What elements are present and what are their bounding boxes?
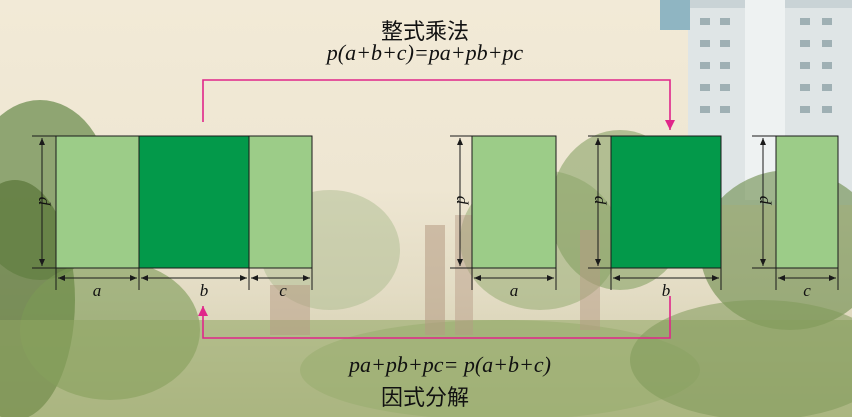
combined-rectangle <box>55 135 313 269</box>
separate-rect-pa <box>471 135 557 269</box>
multiplication-title: 整式乘法 <box>380 19 469 44</box>
factorization-arrow <box>198 296 671 339</box>
factorization-title: 因式分解 <box>380 385 469 410</box>
label-c-combined: c <box>279 281 287 300</box>
multiplication-arrow <box>202 79 675 130</box>
rect-pa <box>55 135 140 269</box>
separate-rect-pb <box>610 135 722 269</box>
factorization-formula: pa+pb+pc= p(a+b+c) <box>349 352 551 377</box>
label-p-b: p <box>588 195 607 205</box>
label-p-combined: p <box>32 196 51 206</box>
label-b-separate: b <box>661 281 671 300</box>
label-a-separate: a <box>509 281 519 300</box>
label-b-combined: b <box>199 281 209 300</box>
dimension-p-lines <box>32 135 776 269</box>
label-p-a: p <box>450 195 469 205</box>
rect-pc <box>248 135 313 269</box>
rect-pb <box>138 135 250 269</box>
separate-rect-pc <box>775 135 839 269</box>
label-p-c: p <box>753 195 772 205</box>
dimension-width-lines <box>55 268 839 290</box>
multiplication-formula: p(a+b+c)=pa+pb+pc <box>326 40 524 65</box>
label-a-combined: a <box>92 281 102 300</box>
label-c-separate: c <box>803 281 811 300</box>
